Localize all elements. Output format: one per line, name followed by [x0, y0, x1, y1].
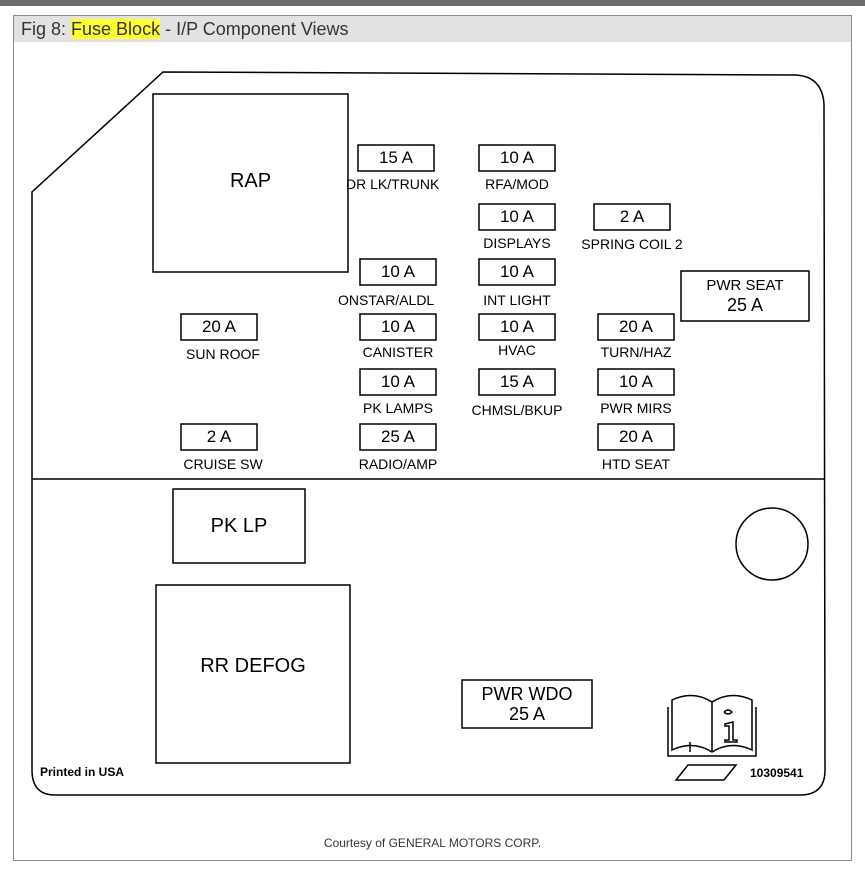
rap-block: [152, 93, 349, 273]
fuse-name: CHMSL/BKUP: [471, 402, 563, 418]
image-credit: Courtesy of GENERAL MOTORS CORP.: [323, 836, 542, 850]
fuse-rating: 2 A: [206, 427, 232, 446]
pwr-seat-name: PWR SEAT: [706, 277, 784, 294]
fuse-onstar-aldl-box: [359, 258, 437, 286]
fuse-int-light-box: [478, 258, 556, 286]
fuse-rating: 20 A: [618, 427, 654, 446]
fuse-dr-lk-trunk-box: [357, 144, 435, 172]
fuse-rating: 10 A: [499, 207, 535, 226]
fuse-rating: 20 A: [618, 317, 654, 336]
figure-caption: Fig 8: Fuse Block - I/P Component Views: [21, 19, 349, 40]
fuse-canister-box: [359, 313, 437, 341]
fuse-rating: 15 A: [499, 372, 535, 391]
pwr-seat-rating: 25 A: [726, 295, 764, 315]
fuse-rating: 10 A: [499, 317, 535, 336]
fuse-name: ONSTAR/ALDL: [338, 292, 435, 308]
rap-label: RAP: [229, 170, 272, 192]
caption-highlight: Fuse Block: [71, 19, 161, 39]
label-stamp-icon: [674, 764, 738, 781]
fuse-name: DISPLAYS: [483, 235, 551, 251]
rr-defog-block: [155, 584, 351, 764]
fuse-displays-box: [478, 203, 556, 231]
fuse-block-outline: [31, 71, 826, 796]
fuse-rating: 10 A: [380, 372, 416, 391]
figure-caption-bar: Fig 8: Fuse Block - I/P Component Views: [14, 16, 851, 42]
fuse-name: RADIO/AMP: [358, 456, 438, 472]
pk-lp-label: PK LP: [210, 515, 268, 537]
fuse-sun-roof-box: [180, 313, 258, 341]
part-number-text: 10309541: [750, 766, 804, 780]
fuse-name: INT LIGHT: [483, 292, 551, 308]
fuse-hvac-box: [478, 313, 556, 341]
mounting-hole: [735, 507, 809, 581]
top-border: [0, 0, 865, 6]
pwr-seat-breaker-box: [680, 270, 810, 322]
fuse-rating: 10 A: [380, 262, 416, 281]
fuse-name: PK LAMPS: [362, 400, 434, 416]
fuse-rating: 10 A: [499, 262, 535, 281]
fuse-name: TURN/HAZ: [600, 344, 672, 360]
fuse-rfa-mod-box: [478, 144, 556, 172]
pwr-wdo-rating: 25 A: [508, 704, 546, 724]
pwr-wdo-breaker-box: [461, 679, 593, 729]
fuse-name: HVAC: [498, 342, 536, 358]
fuse-rating: 10 A: [499, 148, 535, 167]
fuse-chmsl-bkup-box: [478, 368, 556, 396]
fuse-name: HTD SEAT: [601, 456, 671, 472]
caption-suffix: - I/P Component Views: [160, 19, 349, 39]
fuse-name: SUN ROOF: [186, 346, 260, 362]
fuse-cruise-sw-box: [180, 423, 258, 451]
fuse-rating: 10 A: [618, 372, 654, 391]
fuse-htd-seat-box: [597, 423, 675, 451]
fuse-rating: 2 A: [619, 207, 645, 226]
pk-lp-block: [172, 488, 306, 564]
fuse-rating: 15 A: [378, 148, 414, 167]
fuse-name: SPRING COIL 2: [581, 236, 683, 252]
rr-defog-label: RR DEFOG: [200, 655, 306, 677]
fuse-rating: 10 A: [380, 317, 416, 336]
fuse-pk-lamps-box: [359, 368, 437, 396]
fuse-turn-haz-box: [597, 313, 675, 341]
info-book-icon: [667, 694, 757, 757]
fuse-name: RFA/MOD: [485, 176, 549, 192]
caption-prefix: Fig 8:: [21, 19, 72, 39]
fuse-name: DR LK/TRUNK: [346, 176, 440, 192]
fuse-spring-coil-2-box: [593, 203, 671, 231]
pwr-wdo-name: PWR WDO: [481, 684, 573, 704]
fuse-pwr-mirs-box: [597, 368, 675, 396]
fuse-name: CRUISE SW: [183, 456, 263, 472]
fuse-rating: 20 A: [201, 317, 237, 336]
fuse-name: CANISTER: [362, 344, 434, 360]
fuse-rating: 25 A: [380, 427, 416, 446]
printed-in-usa-text: Printed in USA: [40, 765, 125, 779]
fuse-radio-amp-box: [359, 423, 437, 451]
fuse-name: PWR MIRS: [600, 400, 672, 416]
